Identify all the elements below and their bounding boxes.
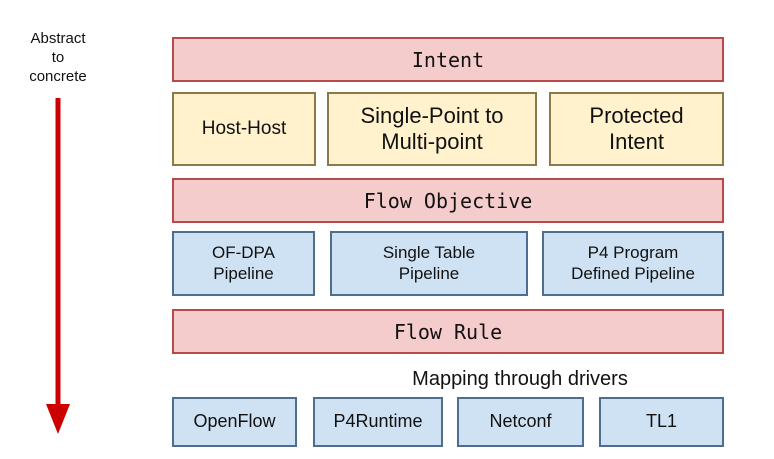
p4-line-2: Defined Pipeline xyxy=(571,263,695,283)
intent-host-host: Host-Host xyxy=(172,92,316,166)
pipeline-ofdpa: OF-DPA Pipeline xyxy=(172,231,315,296)
driver-tl1: TL1 xyxy=(599,397,724,447)
intent-protected: Protected Intent xyxy=(549,92,724,166)
flow-rule-layer: Flow Rule xyxy=(172,309,724,354)
driver-openflow-label: OpenFlow xyxy=(193,411,276,432)
pipeline-p4-program: P4 Program Defined Pipeline xyxy=(542,231,724,296)
driver-p4runtime: P4Runtime xyxy=(313,397,443,447)
ofdpa-line-2: Pipeline xyxy=(213,263,274,283)
single-point-line-2: Multi-point xyxy=(381,129,483,154)
flow-objective-layer-label: Flow Objective xyxy=(363,188,533,213)
single-point-line-1: Single-Point to xyxy=(360,102,504,128)
intent-host-host-label: Host-Host xyxy=(201,117,287,139)
side-label-line-2: to xyxy=(51,48,65,66)
down-arrow-icon xyxy=(46,98,70,434)
side-label-line-1: Abstract xyxy=(30,30,86,47)
pipeline-single-table: Single Table Pipeline xyxy=(330,231,528,296)
protected-line-2: Intent xyxy=(608,129,665,154)
driver-p4runtime-label: P4Runtime xyxy=(333,411,423,432)
driver-netconf: Netconf xyxy=(457,397,584,447)
single-table-line-2: Pipeline xyxy=(398,263,460,283)
ofdpa-line-1: OF-DPA xyxy=(212,243,275,263)
protected-line-1: Protected xyxy=(589,102,684,128)
flow-objective-layer: Flow Objective xyxy=(172,178,724,223)
intent-layer-label: Intent xyxy=(411,47,485,72)
single-table-line-1: Single Table xyxy=(382,243,476,263)
flow-rule-layer-label: Flow Rule xyxy=(393,319,503,344)
abstract-to-concrete-label: Abstract to concrete xyxy=(14,30,102,86)
mapping-through-drivers-label: Mapping through drivers xyxy=(412,368,628,390)
intent-single-point-multi-point: Single-Point to Multi-point xyxy=(327,92,537,166)
side-label-line-3: concrete xyxy=(29,67,87,85)
driver-netconf-label: Netconf xyxy=(489,411,552,432)
intent-layer: Intent xyxy=(172,37,724,82)
driver-openflow: OpenFlow xyxy=(172,397,297,447)
p4-line-1: P4 Program xyxy=(587,243,679,263)
driver-tl1-label: TL1 xyxy=(645,411,678,432)
